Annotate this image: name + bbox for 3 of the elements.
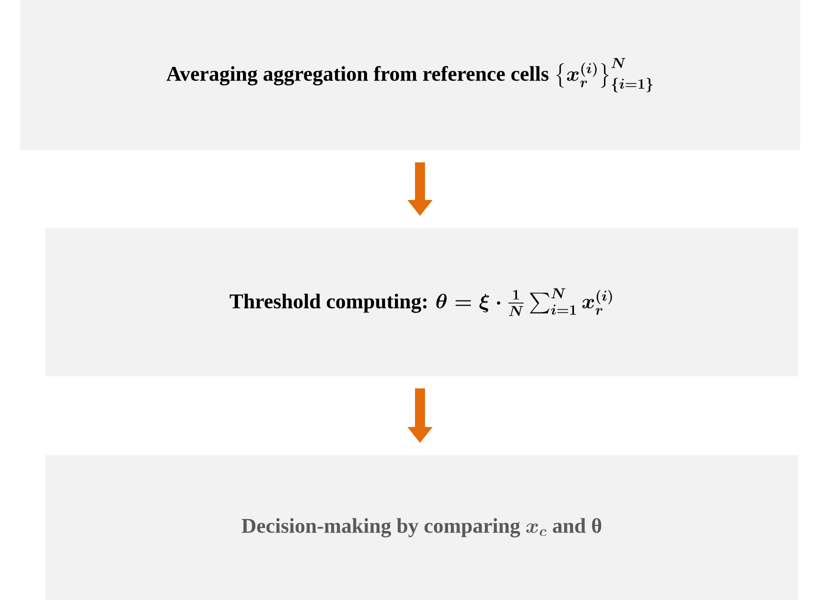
process-box: Threshold computing: $\theta = \xi \cdot \frac{1}{N}\sum_{i=1}^{N} x_r^{(i)}$ bbox=[45, 228, 798, 376]
process-box: Decision-making by comparing $x_c$ and θ bbox=[45, 455, 798, 600]
process-box: Averaging aggregation from reference cells $\left\{x_r^{(i)}\right\}_{\{i=1\}}^{N}$ bbox=[20, 0, 800, 150]
